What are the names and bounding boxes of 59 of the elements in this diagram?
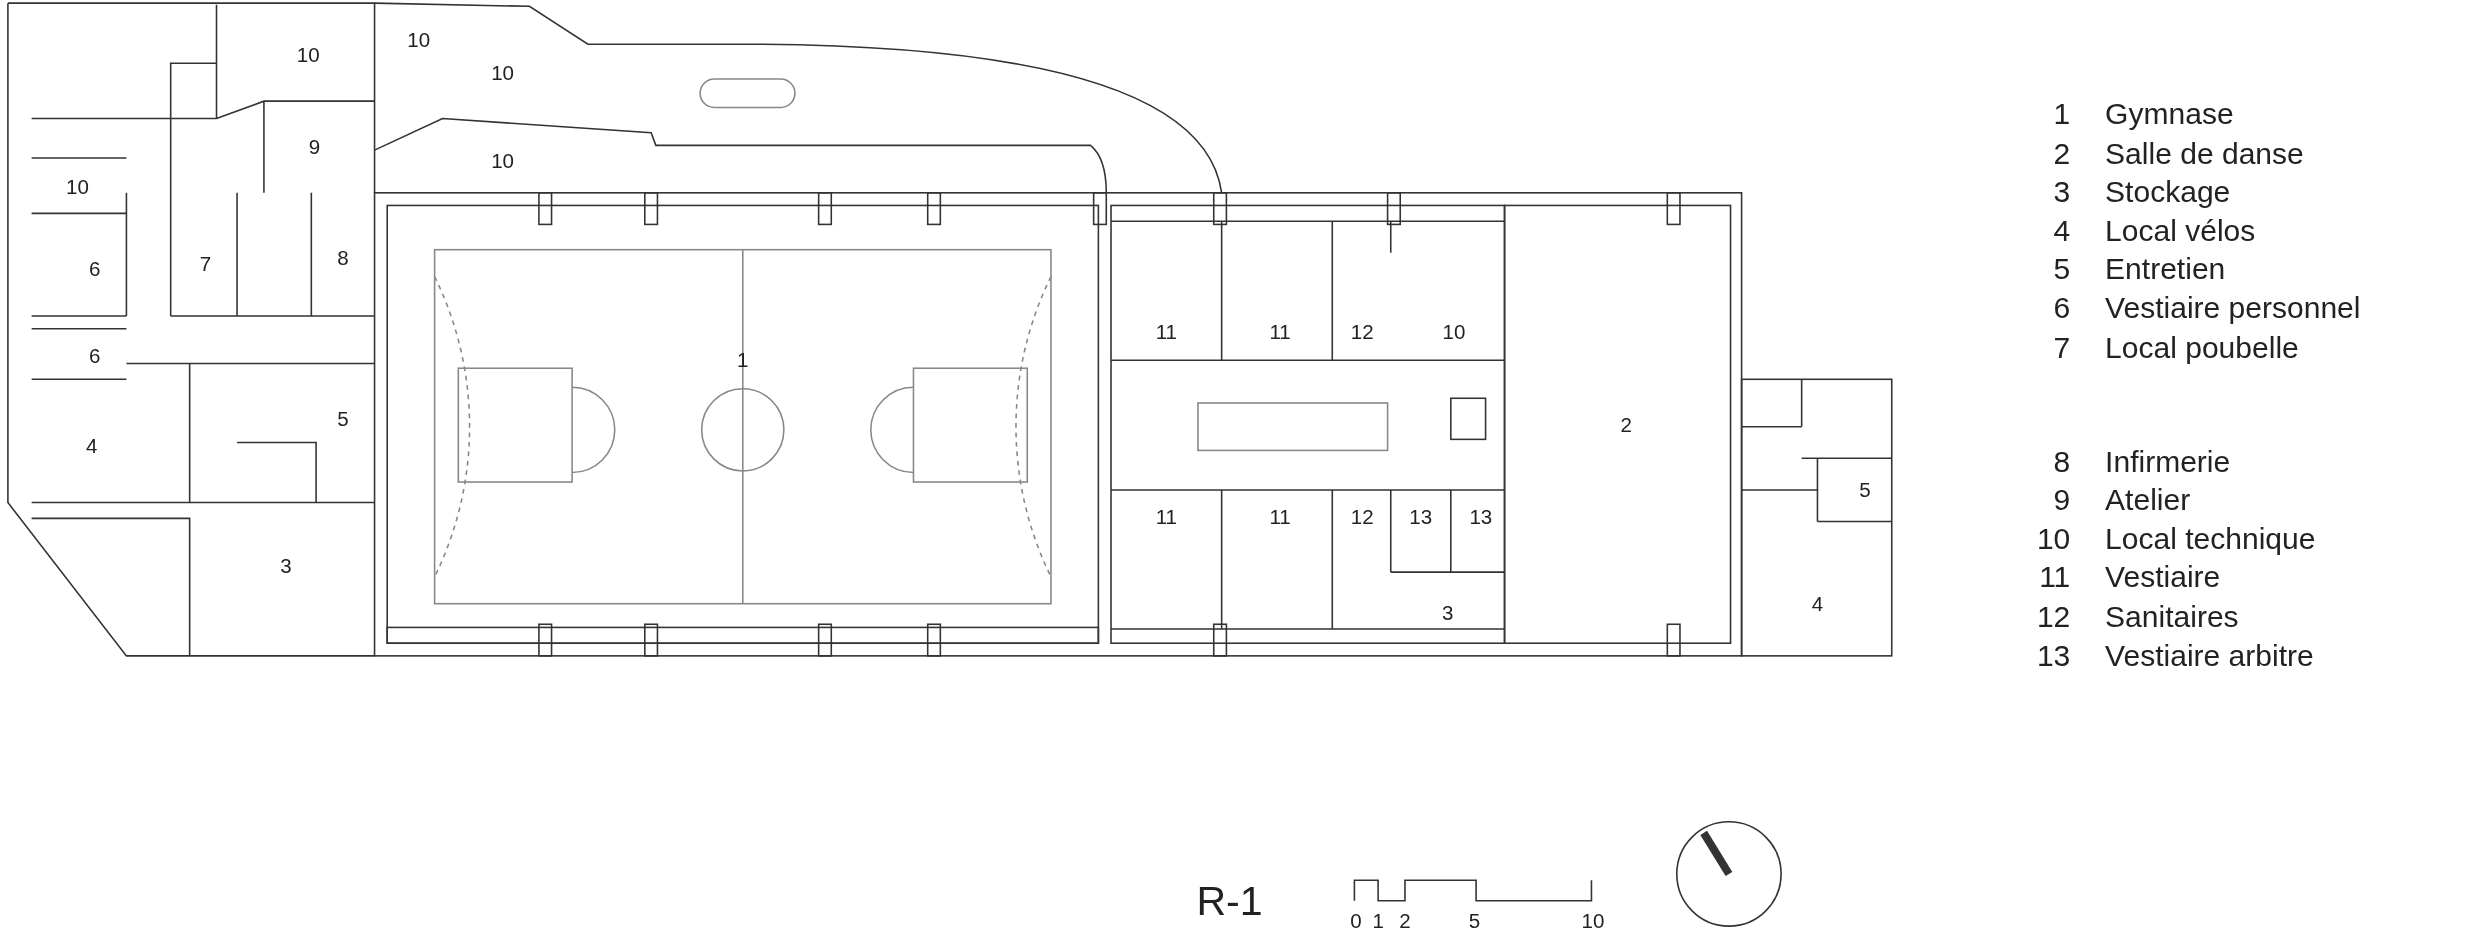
key-label: Sanitaires bbox=[2105, 601, 2239, 632]
room-number: 10 bbox=[491, 150, 514, 172]
room-number: 10 bbox=[1442, 321, 1466, 343]
key-label: Local technique bbox=[2105, 523, 2316, 554]
key-number: 7 bbox=[2053, 332, 2071, 363]
room-number: 11 bbox=[1269, 506, 1291, 528]
key-label: Atelier bbox=[2105, 484, 2191, 515]
key-label: Local poubelle bbox=[2105, 332, 2299, 363]
key-number: 2 bbox=[2053, 138, 2071, 169]
key-label: Vestiaire arbitre bbox=[2105, 640, 2314, 671]
room-number: 8 bbox=[337, 247, 349, 268]
key-label: Vestiaire personnel bbox=[2105, 293, 2361, 324]
room-number: 5 bbox=[1859, 479, 1871, 501]
room-number: 4 bbox=[85, 435, 98, 456]
key-number: 1 bbox=[2053, 98, 2071, 129]
room-number: 7 bbox=[199, 253, 212, 275]
room-number: 1 bbox=[737, 350, 749, 371]
scale-label: 5 bbox=[1468, 911, 1481, 932]
room-number: 12 bbox=[1350, 506, 1374, 528]
key-number: 4 bbox=[2053, 215, 2071, 246]
room-number: 6 bbox=[89, 345, 101, 366]
key-number: 12 bbox=[2036, 601, 2071, 632]
scale-label: 0 bbox=[1350, 911, 1362, 932]
room-number: 11 bbox=[1155, 506, 1177, 528]
room-number: 10 bbox=[66, 176, 89, 197]
scale-label: 10 bbox=[1581, 911, 1605, 932]
key-number: 3 bbox=[2053, 176, 2071, 207]
room-number: 10 bbox=[407, 29, 431, 50]
key-number: 6 bbox=[2053, 293, 2071, 324]
room-number: 4 bbox=[1811, 593, 1824, 614]
plan-title: R-1 bbox=[1196, 880, 1263, 922]
key-number: 8 bbox=[2053, 446, 2071, 477]
key-number: 11 bbox=[2039, 561, 2071, 592]
room-number: 11 bbox=[1269, 321, 1291, 343]
scale-label: 1 bbox=[1372, 911, 1384, 932]
room-number: 3 bbox=[280, 555, 292, 577]
key-label: Salle de danse bbox=[2105, 138, 2304, 169]
key-label: Stockage bbox=[2105, 176, 2231, 207]
room-number: 5 bbox=[337, 408, 349, 430]
room-number: 13 bbox=[1469, 506, 1493, 528]
key-label: Local vélos bbox=[2105, 215, 2256, 246]
room-number: 13 bbox=[1409, 506, 1433, 528]
scale-label: 2 bbox=[1399, 911, 1411, 932]
room-number: 10 bbox=[296, 45, 320, 66]
key-label: Infirmerie bbox=[2105, 446, 2231, 477]
key-label: Entretien bbox=[2105, 253, 2226, 284]
room-number: 3 bbox=[1441, 602, 1454, 624]
key-number: 13 bbox=[2036, 640, 2071, 671]
key-label: Vestiaire bbox=[2105, 561, 2221, 592]
key-number: 5 bbox=[2053, 253, 2071, 284]
key-number: 10 bbox=[2036, 523, 2071, 554]
key-number: 9 bbox=[2053, 484, 2071, 515]
key-label: Gymnase bbox=[2105, 98, 2234, 129]
room-number: 11 bbox=[1155, 321, 1177, 343]
room-number: 6 bbox=[89, 258, 101, 279]
room-number: 2 bbox=[1620, 414, 1632, 436]
room-number: 10 bbox=[491, 62, 514, 83]
room-number: 12 bbox=[1350, 321, 1374, 343]
room-number: 9 bbox=[308, 136, 321, 158]
